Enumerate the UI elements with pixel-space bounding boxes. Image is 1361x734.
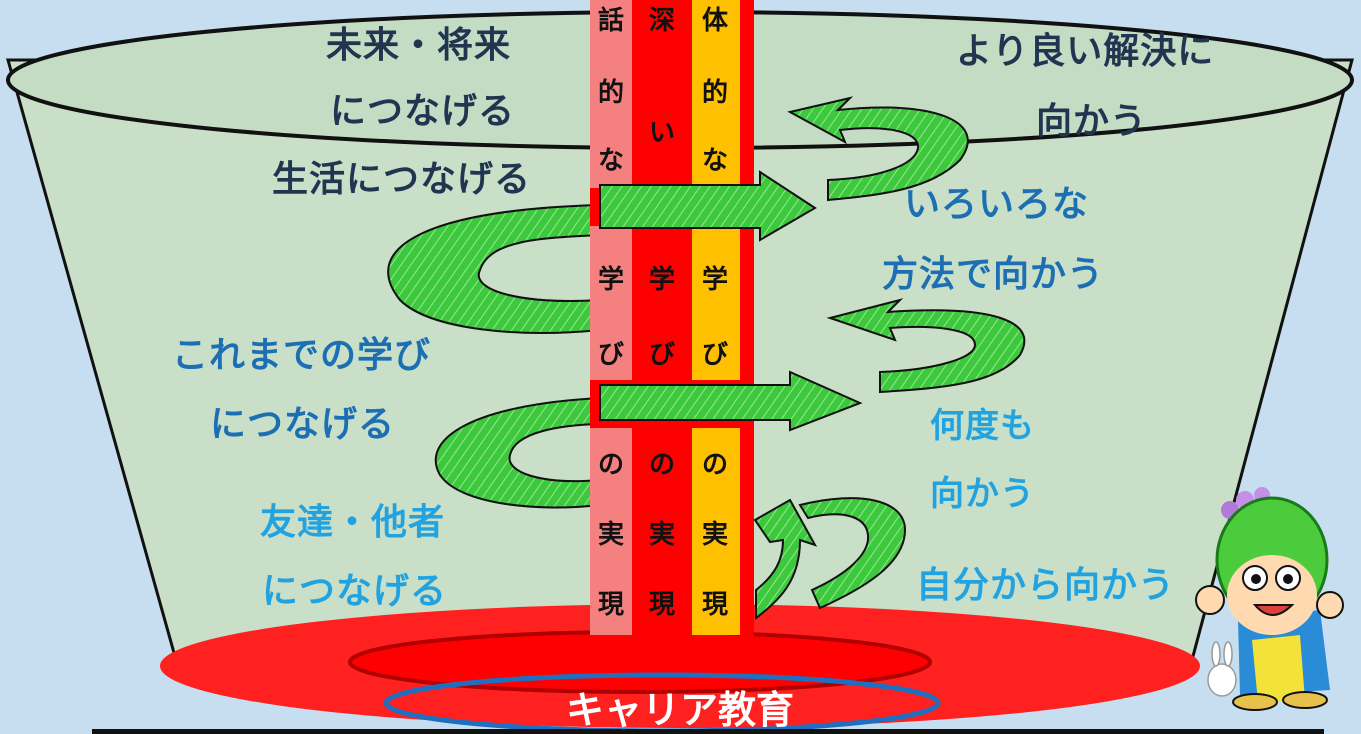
label-better-solution-line2: 向かう [1036,101,1148,142]
label-prior-learning-line1: これまでの学び [172,335,432,376]
pillar-char: の [701,450,728,480]
pillar-char: の [648,450,675,480]
pillar-char: び [597,340,624,370]
pillar-char: い [648,118,675,148]
label-future-line1: 未来・将来 [326,25,512,66]
pillar-char: 実 [648,520,675,550]
pillar-char: 学 [701,265,728,295]
hook-middle [826,298,1026,394]
label-self-initiative: 自分から向かう [916,565,1176,606]
label-methods-line2: 方法で向かう [882,254,1105,295]
pillar-char: 実 [597,520,624,550]
pillar [590,0,754,640]
pillar-char: 現 [701,590,728,620]
arrow-head-lower [599,370,863,432]
bottom-bar [92,729,1324,734]
pillar-char: び [701,340,728,370]
pillar-char: 体 [701,6,728,36]
pillar-char: な [597,146,624,176]
pillar-char: 学 [597,265,624,295]
pillar-char: 深 [648,6,675,36]
pillar-char: 現 [648,590,675,620]
pillar-char: 的 [597,78,624,108]
label-life: 生活につなげる [272,159,532,200]
label-future-line2: につなげる [330,91,516,132]
arrow-lower [434,396,601,509]
pillar-char: 話 [597,6,624,36]
label-friends-line2: につなげる [262,571,448,612]
hook-top [787,96,969,202]
mascot-character [1195,487,1344,711]
label-prior-learning-line2: につなげる [210,404,396,445]
label-repeat-line2: 向かう [930,474,1035,514]
pillar-char: 実 [701,520,728,550]
label-methods-line1: いろいろな [904,184,1090,225]
pillar-char: 現 [597,590,624,620]
career-education-title: キャリア教育 [565,688,794,732]
label-friends-line1: 友達・他者 [260,502,446,543]
pillar-char: 的 [701,78,728,108]
hook-bottom [753,497,907,621]
pillar-char: の [597,450,624,480]
label-repeat-line1: 何度も [930,406,1035,446]
label-better-solution-line1: より良い解決に [956,31,1215,72]
pillar-char: び [648,340,675,370]
pillar-char: 学 [648,265,675,295]
arrow-head-upper [599,170,817,242]
arrow-large-upper [387,203,601,334]
pillar-char: な [701,146,728,176]
